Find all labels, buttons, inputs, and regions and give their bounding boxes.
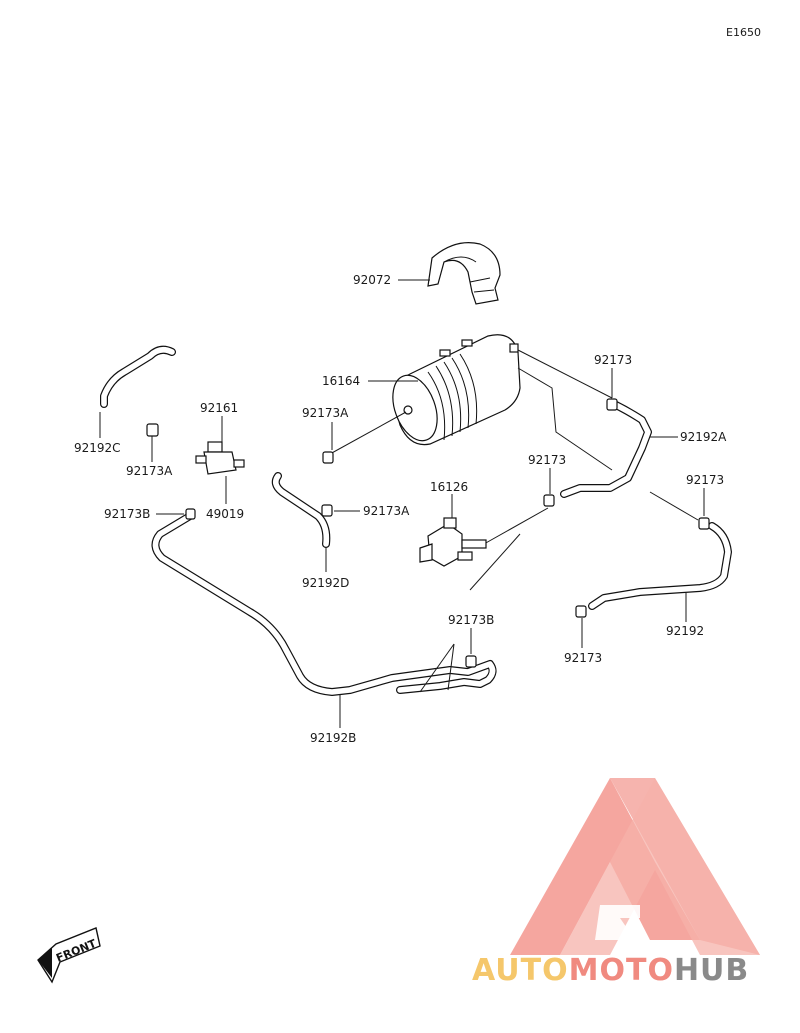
leader-92192B-v2 <box>447 643 455 691</box>
label-92173-mid: 92173 <box>528 453 566 467</box>
label-92173A-upper: 92173A <box>302 406 349 420</box>
label-92173B-center: 92173B <box>448 613 494 627</box>
label-92173-top: 92173 <box>594 353 632 367</box>
label-92173A-left: 92173A <box>126 464 173 478</box>
leader-92192B-v1 <box>419 643 455 693</box>
clamp-92173B-left <box>185 508 196 520</box>
watermark-logo <box>510 778 760 955</box>
label-16164: 16164 <box>322 374 360 388</box>
label-92161: 92161 <box>200 401 238 415</box>
label-49019: 49019 <box>206 507 244 521</box>
label-92173B-left: 92173B <box>104 507 150 521</box>
front-direction-icon: FRONT <box>37 927 101 984</box>
clamp-92173-bottom <box>575 605 587 618</box>
diagram-code: E1650 <box>726 26 761 39</box>
canister-16164 <box>392 334 521 446</box>
filter-49019 <box>195 441 245 475</box>
leader-right-link <box>649 491 699 521</box>
clamp-92173A-upper <box>322 451 334 464</box>
label-92173-right: 92173 <box>686 473 724 487</box>
clamp-92173-mid <box>543 494 555 507</box>
label-92192C: 92192C <box>74 441 121 455</box>
leader-canister-upper <box>517 349 613 399</box>
label-92173A-lower: 92173A <box>363 504 410 518</box>
label-92192D: 92192D <box>302 576 349 590</box>
leader-mid-valve <box>483 507 549 545</box>
bracket-92072 <box>427 242 501 305</box>
label-92173-bottom: 92173 <box>564 651 602 665</box>
valve-16126 <box>419 517 487 567</box>
hose-92192D <box>271 472 331 548</box>
clamp-92173-top <box>606 398 618 411</box>
leader-canister-lower <box>517 367 613 471</box>
clamp-92173-right <box>698 517 710 530</box>
clamp-92173A-lower <box>321 504 333 517</box>
label-16126: 16126 <box>430 480 468 494</box>
leader-valve-lower <box>469 533 521 591</box>
leader-canister-clamp <box>329 411 407 455</box>
watermark-text: AUTOMOTOHUB <box>472 953 749 988</box>
label-92192: 92192 <box>666 624 704 638</box>
clamp-92173A-left <box>146 423 159 437</box>
label-92192A: 92192A <box>680 430 727 444</box>
label-92072: 92072 <box>353 273 391 287</box>
label-92192B: 92192B <box>310 731 356 745</box>
clamp-92173B-center <box>465 655 477 668</box>
